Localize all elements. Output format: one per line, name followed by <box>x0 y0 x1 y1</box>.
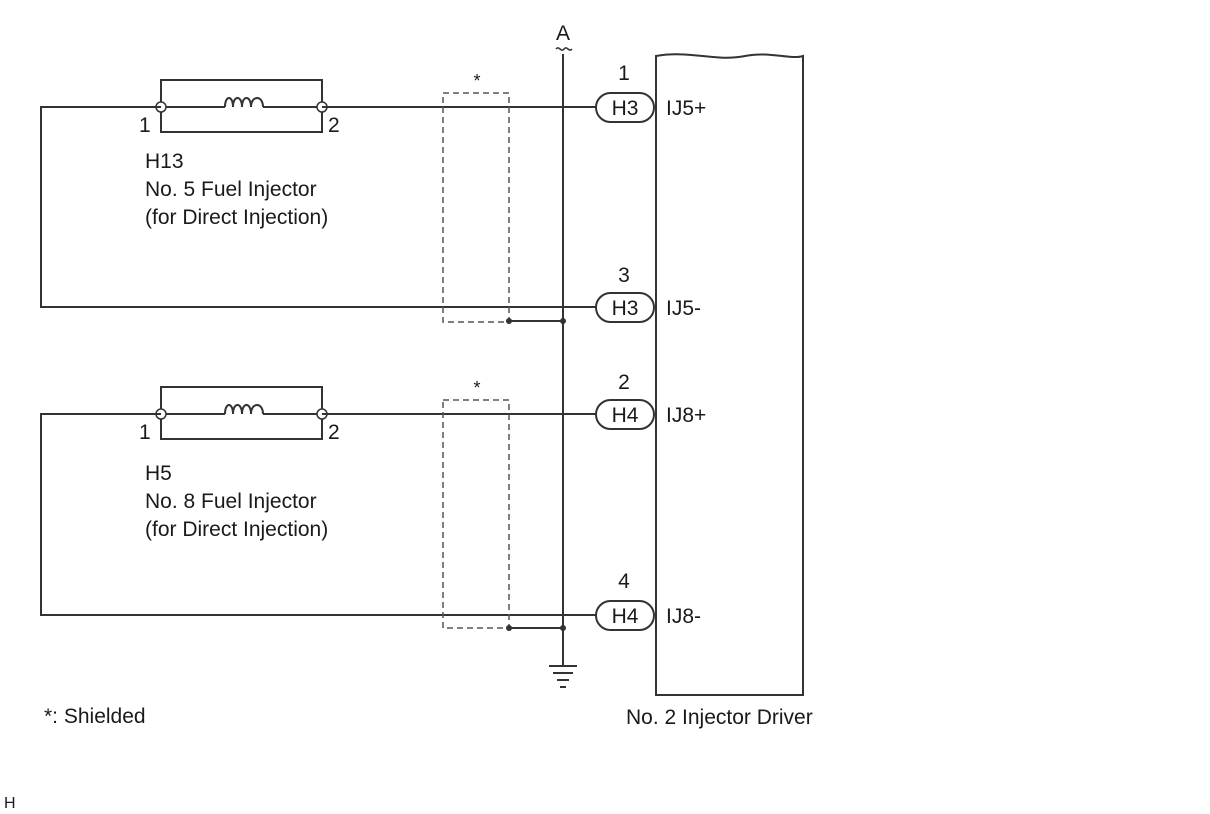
connector-pin: 4 <box>618 570 630 593</box>
connector-ij5-plus: 1 H3 IJ5+ <box>595 62 706 123</box>
shielded-legend: *: Shielded <box>44 705 146 728</box>
injector-subtitle: (for Direct Injection) <box>145 518 328 541</box>
injector-name: No. 5 Fuel Injector <box>145 178 317 201</box>
driver-name: No. 2 Injector Driver <box>626 706 813 729</box>
connector-code: H3 <box>612 297 639 320</box>
connector-code: H4 <box>612 605 639 628</box>
injector-code: H5 <box>145 462 172 485</box>
connector-ij8-plus: 2 H4 IJ8+ <box>595 371 706 430</box>
ground-symbol <box>549 665 577 688</box>
injector-h13: 1 2 H13 No. 5 Fuel Injector (for Direct … <box>139 79 340 229</box>
shield-2: * <box>442 378 566 631</box>
shield-1: * <box>442 71 566 324</box>
connector-pin: 1 <box>618 62 630 85</box>
signal-label: IJ8+ <box>666 404 706 427</box>
injector-pin-right: 2 <box>328 421 340 444</box>
shield-mark: * <box>473 71 480 91</box>
injector-pin-left: 1 <box>139 114 151 137</box>
injector-subtitle: (for Direct Injection) <box>145 206 328 229</box>
injector-name: No. 8 Fuel Injector <box>145 490 317 513</box>
coil-icon <box>224 97 264 108</box>
signal-label: IJ5- <box>666 297 701 320</box>
injector-pin-right: 2 <box>328 114 340 137</box>
connector-ij5-minus: 3 H3 IJ5- <box>595 264 701 323</box>
coil-icon <box>224 404 264 415</box>
injector-h5: 1 2 H5 No. 8 Fuel Injector (for Direct I… <box>139 386 340 541</box>
injector-code: H13 <box>145 150 184 173</box>
injector-pin-left: 1 <box>139 421 151 444</box>
signal-label: IJ5+ <box>666 97 706 120</box>
connector-pin: 2 <box>618 371 630 394</box>
ground-bus: A <box>549 22 577 688</box>
signal-label: IJ8- <box>666 605 701 628</box>
connector-code: H4 <box>612 404 639 427</box>
shield-mark: * <box>473 378 480 398</box>
connector-ij8-minus: 4 H4 IJ8- <box>595 570 701 631</box>
connector-code: H3 <box>612 97 639 120</box>
injector-driver-block <box>655 53 804 696</box>
corner-mark: H <box>4 795 16 812</box>
connector-pin: 3 <box>618 264 630 287</box>
ground-bus-label: A <box>556 22 570 45</box>
